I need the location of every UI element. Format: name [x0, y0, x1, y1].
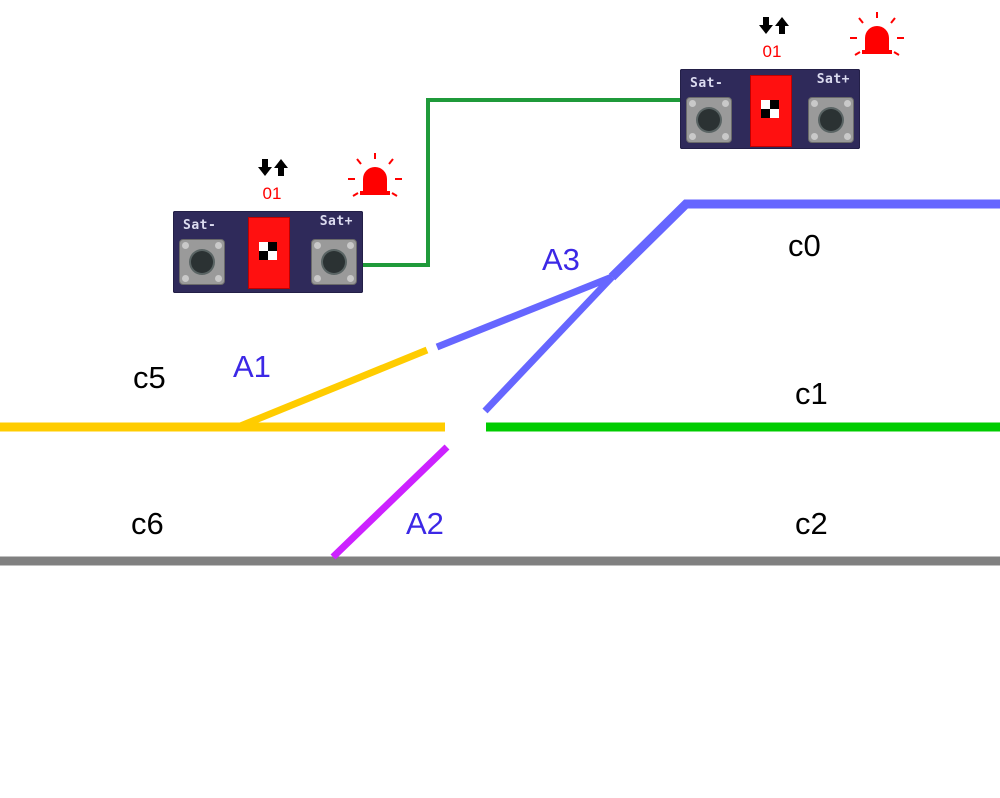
track-label-c1: c1 [795, 376, 828, 411]
controller-board-right: Sat- Sat+ [680, 69, 860, 149]
swap-arrows-icon [258, 159, 288, 176]
track-label-c0: c0 [788, 228, 821, 263]
track-blue-a3-a2 [482, 274, 615, 414]
track-label-c5: c5 [133, 360, 166, 395]
track-label-c2: c2 [795, 506, 828, 541]
track-blue-a1-a3 [435, 273, 614, 351]
sat-minus-button[interactable] [686, 97, 732, 143]
controller-board-left: Sat- Sat+ [173, 211, 363, 293]
turnout-label-a1: A1 [233, 349, 271, 384]
controller-address: 01 [762, 42, 782, 61]
sat-plus-button[interactable] [808, 97, 854, 143]
sat-plus-label: Sat+ [319, 214, 353, 229]
swap-arrows-icon [759, 17, 789, 34]
sat-minus-label: Sat- [183, 218, 217, 233]
track-blue-c0 [608, 199, 1000, 281]
sat-minus-label: Sat- [690, 76, 724, 91]
dip-switch[interactable] [750, 75, 792, 147]
turnout-a1-branch [236, 346, 429, 431]
alarm-light-icon [348, 153, 402, 197]
dip-switch[interactable] [248, 217, 290, 289]
track-label-c6: c6 [131, 506, 164, 541]
controller-address: 01 [262, 184, 282, 203]
alarm-light-icon [850, 12, 904, 56]
turnout-a2-branch [330, 444, 450, 560]
turnout-label-a3: A3 [542, 242, 580, 277]
sat-plus-label: Sat+ [816, 72, 850, 87]
sat-plus-button[interactable] [311, 239, 357, 285]
sat-minus-button[interactable] [179, 239, 225, 285]
turnout-label-a2: A2 [406, 506, 444, 541]
